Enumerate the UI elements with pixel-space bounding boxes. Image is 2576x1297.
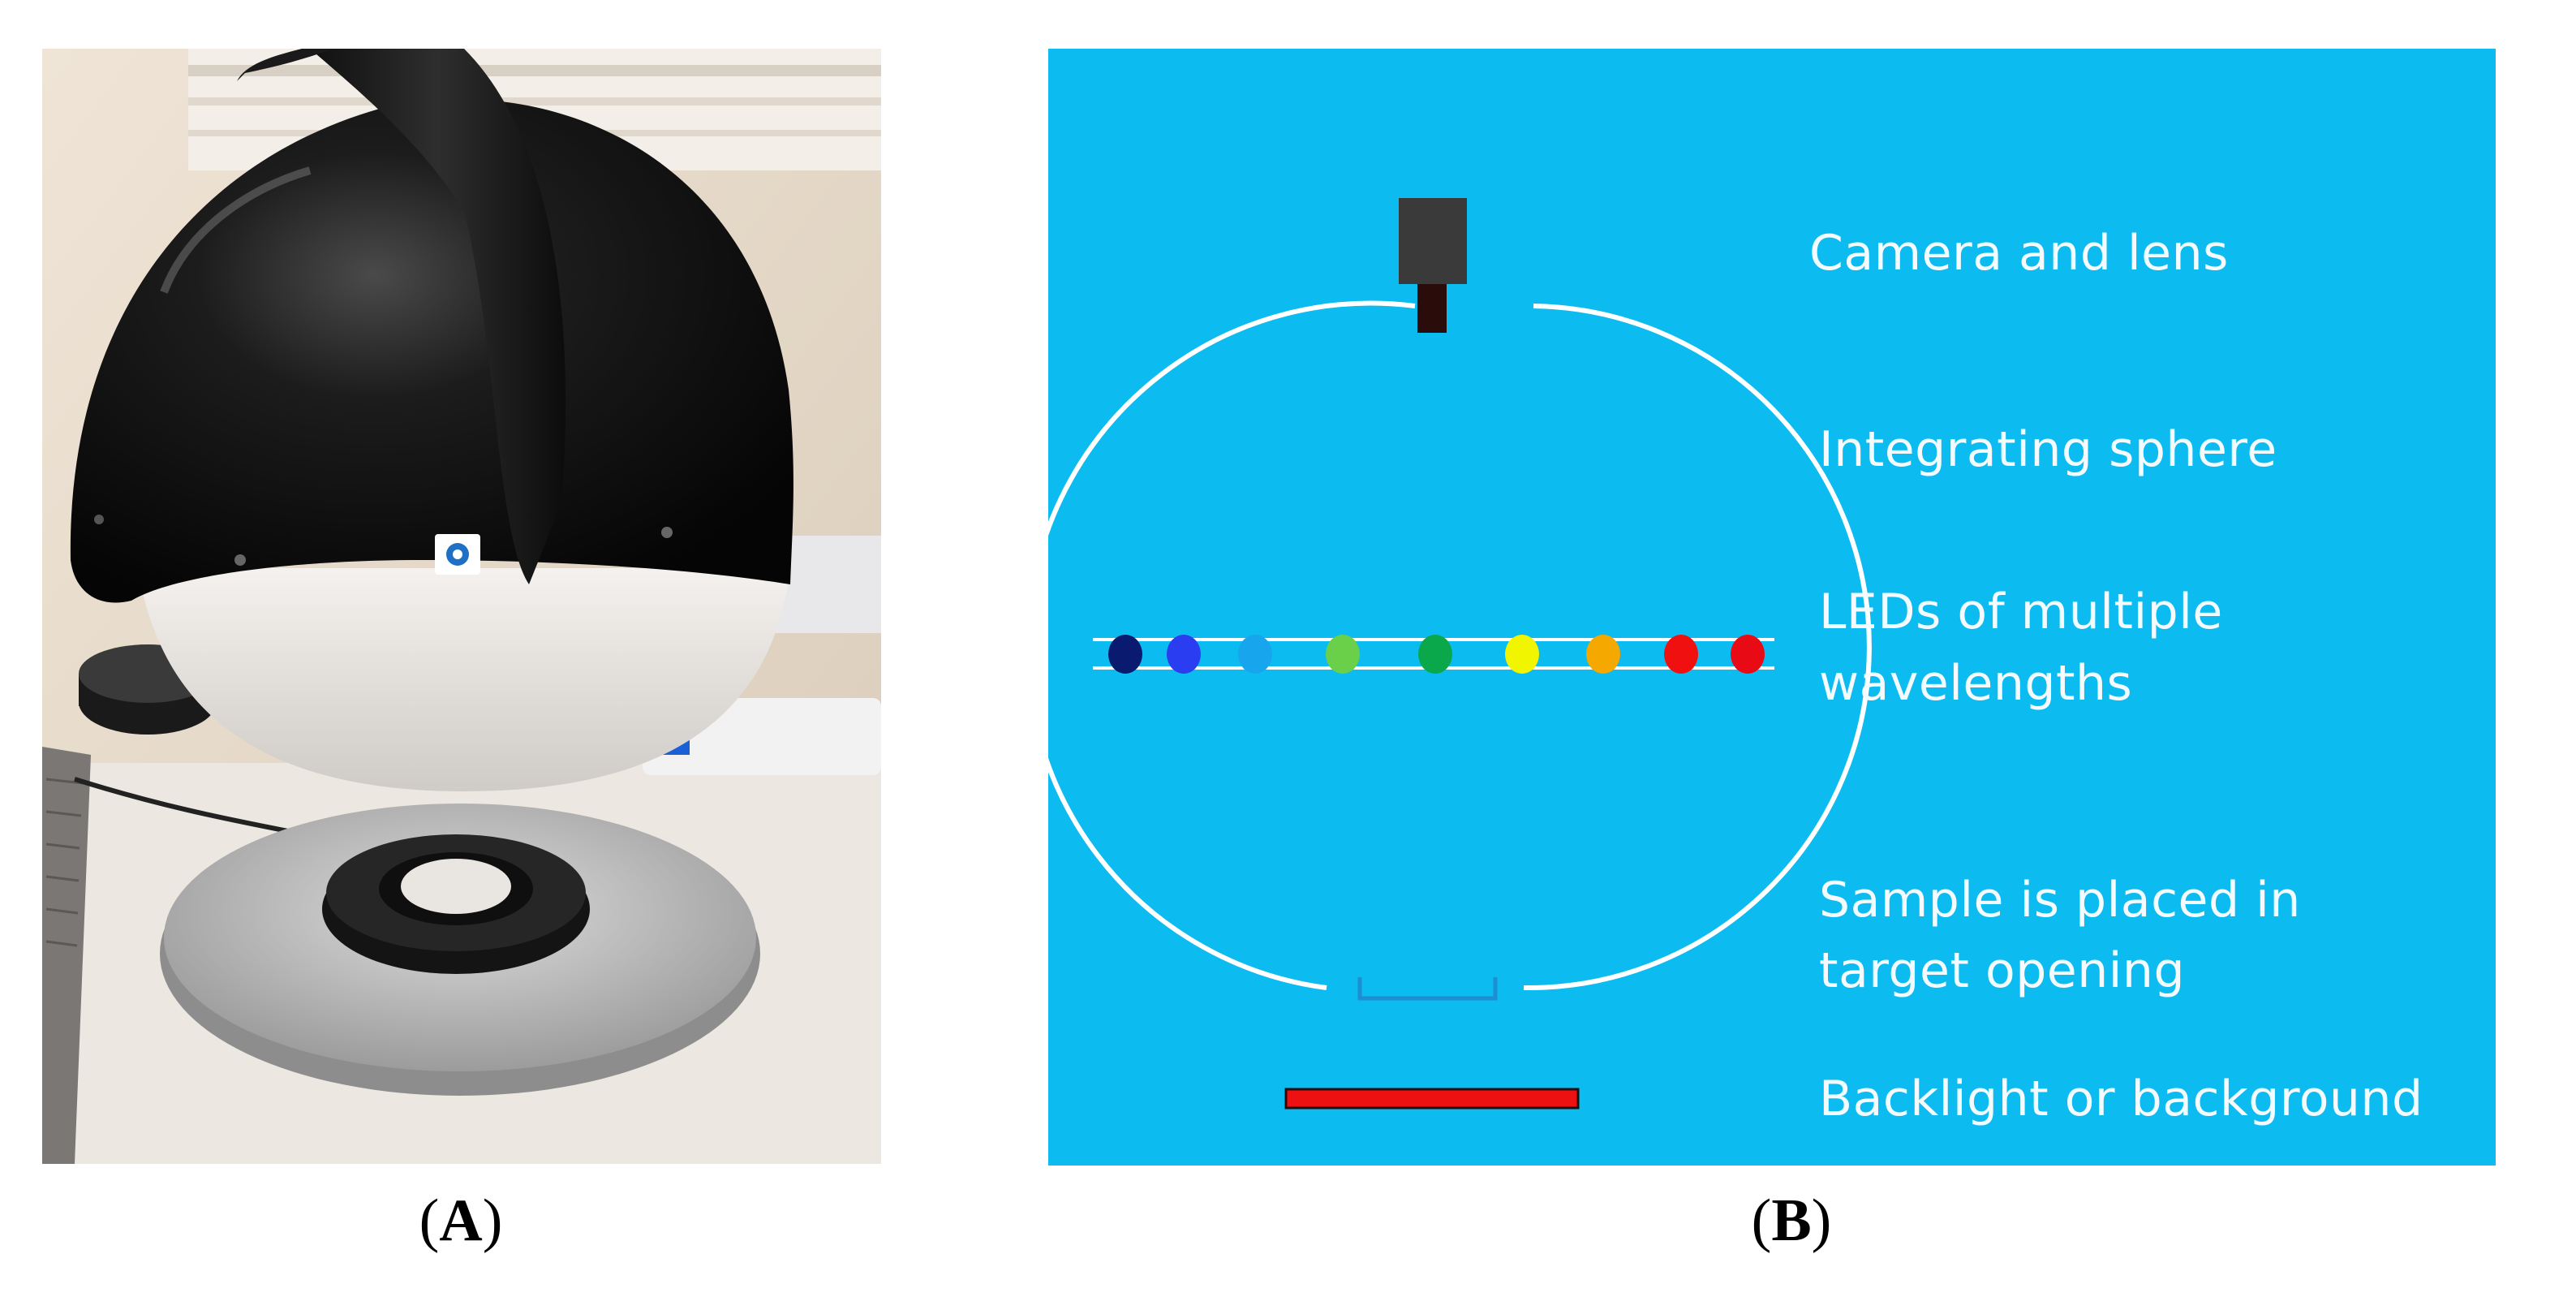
caption-a-letter: A — [439, 1187, 483, 1254]
carrying-band — [310, 49, 566, 584]
label-leds-line1: LEDs of multiple — [1819, 584, 2223, 640]
label-sample-line1: Sample is placed in — [1819, 872, 2301, 929]
white-hemisphere — [138, 568, 790, 791]
schematic-diagram: Camera and lens Integrating sphere LEDs … — [1048, 49, 2496, 1166]
black-dome — [70, 99, 793, 603]
sample — [401, 859, 511, 914]
led-8 — [1664, 635, 1698, 674]
camera-lens — [1417, 284, 1447, 333]
label-backlight: Backlight or background — [1819, 1071, 2423, 1127]
integrating-sphere-outline — [1523, 304, 1872, 991]
led-6 — [1505, 635, 1539, 674]
instrument-photo — [42, 49, 881, 1164]
backlight-bar — [1284, 1088, 1580, 1110]
keyboard — [42, 747, 91, 1164]
label-integrating-sphere: Integrating sphere — [1819, 421, 2277, 478]
caption-a: (A) — [419, 1187, 503, 1254]
led-5 — [1418, 635, 1452, 674]
label-leds-line2: wavelengths — [1819, 655, 2133, 712]
caption-b-letter: B — [1771, 1187, 1812, 1254]
led-7 — [1586, 635, 1620, 674]
led-4 — [1326, 635, 1360, 674]
integrating-sphere-outline-left — [1048, 300, 1416, 990]
led-9 — [1731, 635, 1765, 674]
led-2 — [1167, 635, 1201, 674]
target-opening — [1357, 977, 1498, 1001]
camera-body — [1399, 198, 1467, 284]
label-sample-line2: target opening — [1819, 942, 2186, 999]
label-camera: Camera and lens — [1809, 225, 2229, 282]
caption-b: (B) — [1751, 1187, 1832, 1254]
led-group — [1108, 635, 1765, 674]
led-1 — [1108, 635, 1142, 674]
led-3 — [1238, 635, 1272, 674]
